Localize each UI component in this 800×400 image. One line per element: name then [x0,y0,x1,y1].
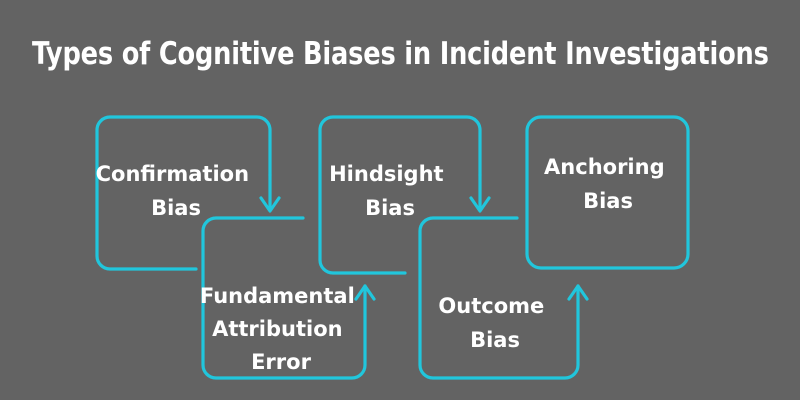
node-confirmation-bias-label: Confirmation Bias [96,162,257,220]
node-outcome-bias[interactable]: Outcome Bias [418,216,580,380]
node-outcome-bias-outline [418,216,580,380]
node-hindsight-bias-outline [318,115,482,275]
page-title: Types of Cognitive Biases in Incident In… [32,36,769,72]
connector-confirmation-to-fae [259,173,281,213]
connector-hindsight-to-outcome [469,173,491,213]
node-fundamental-attribution-error-outline [201,216,367,380]
connector-confirmation-to-fae-arrowhead [259,196,281,213]
connector-outcome-to-anchoring-arrowhead [567,284,589,301]
node-outcome-bias-label: Outcome Bias [438,294,551,352]
node-fundamental-attribution-error-label: Fundamental Attribution Error [200,284,362,374]
connector-fae-to-hindsight [354,284,376,301]
connector-fae-to-hindsight-arrowhead [354,284,376,301]
node-hindsight-bias[interactable]: Hindsight Bias [318,115,482,275]
node-anchoring-bias-outline [525,115,690,270]
node-anchoring-bias[interactable]: Anchoring Bias [525,115,690,270]
node-hindsight-bias-label: Hindsight Bias [329,162,451,220]
connector-hindsight-to-outcome-arrowhead [469,196,491,213]
node-confirmation-bias-outline [95,115,272,271]
connector-outcome-to-anchoring [567,284,589,301]
node-confirmation-bias[interactable]: Confirmation Bias [95,115,272,271]
node-fundamental-attribution-error[interactable]: Fundamental Attribution Error [200,216,367,380]
node-anchoring-bias-label: Anchoring Bias [544,155,672,213]
